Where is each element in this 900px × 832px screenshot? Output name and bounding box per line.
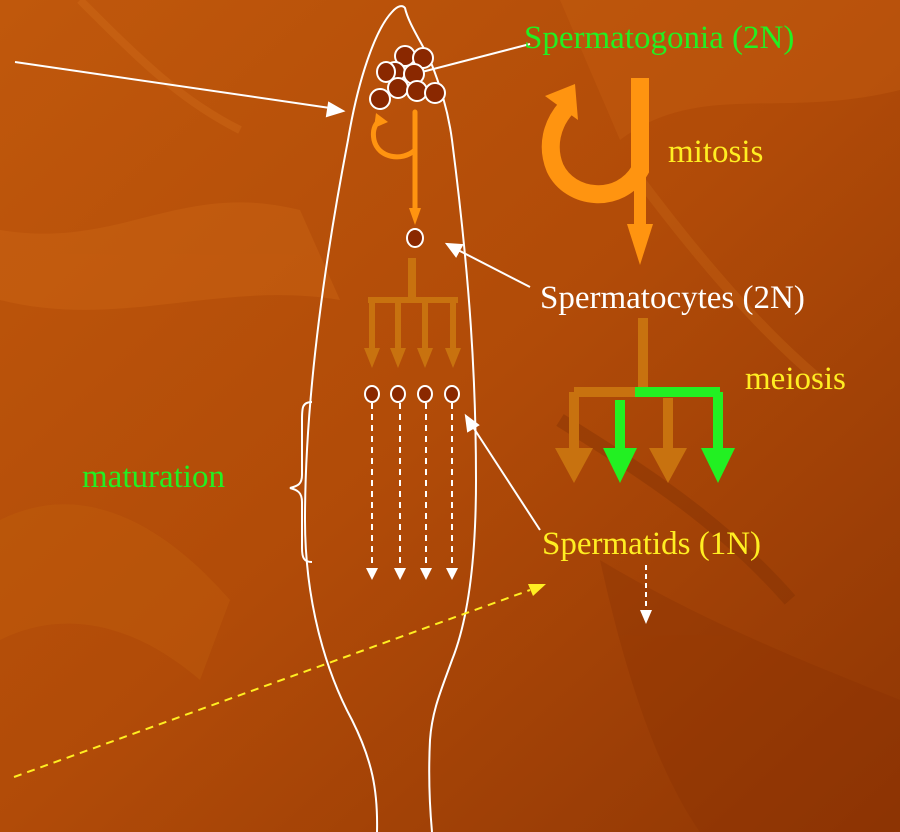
maturation-label: maturation — [82, 461, 225, 494]
cell-circle-icon — [365, 386, 379, 402]
cell-circle-icon — [407, 81, 427, 101]
cell-circle-icon — [425, 83, 445, 103]
cell-circle-icon — [388, 78, 408, 98]
cell-circle-icon — [445, 386, 459, 402]
mitosis-label: mitosis — [668, 136, 763, 169]
meiosis-label: meiosis — [745, 363, 846, 396]
spermatocytes-label: Spermatocytes (2N) — [540, 282, 805, 315]
cell-circle-icon — [418, 386, 432, 402]
cell-circle-icon — [391, 386, 405, 402]
spermatogonia-label: Spermatogonia (2N) — [524, 22, 794, 55]
spermatocyte-cell-icon — [407, 229, 423, 247]
spermatids-label: Spermatids (1N) — [542, 528, 761, 561]
cell-circle-icon — [370, 89, 390, 109]
